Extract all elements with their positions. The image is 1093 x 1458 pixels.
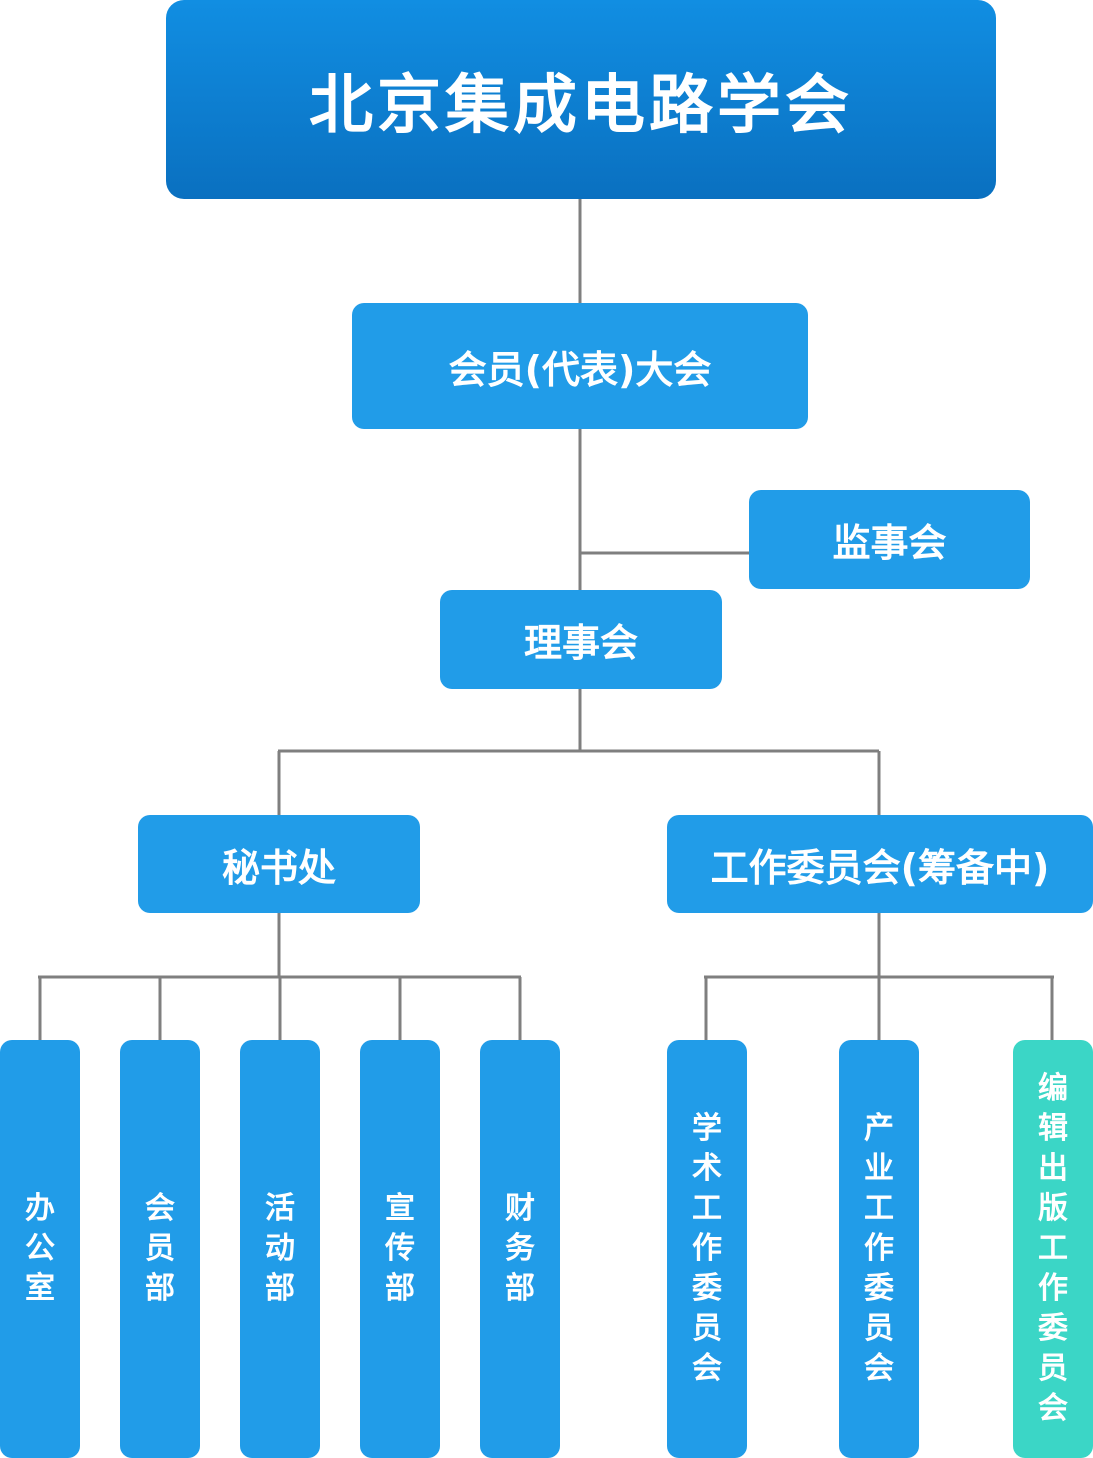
vertical-label: 会员部 [145,1191,175,1306]
committee-academic-box: 学术工作委员会 [667,1040,747,1458]
committee-editorial-box: 编辑出版工作委员会 [1013,1040,1093,1458]
dept-office-box: 办公室 [0,1040,80,1458]
vertical-label: 宣传部 [385,1191,415,1306]
dept-events-box: 活动部 [240,1040,320,1458]
dept-publicity-box: 宣传部 [360,1040,440,1458]
committees-box: 工作委员会(筹备中) [667,815,1093,913]
vertical-label: 财务部 [505,1191,535,1306]
secretariat-box: 秘书处 [138,815,420,913]
vertical-label: 编辑出版工作委员会 [1038,1071,1068,1426]
dept-membership-box: 会员部 [120,1040,200,1458]
vertical-label: 学术工作委员会 [692,1111,722,1386]
vertical-label: 办公室 [25,1191,55,1306]
council-box: 理事会 [440,590,722,689]
committee-industry-box: 产业工作委员会 [839,1040,919,1458]
supervisors-box: 监事会 [749,490,1030,589]
assembly-box: 会员(代表)大会 [352,303,808,429]
org-root-box: 北京集成电路学会 [166,0,996,199]
vertical-label: 产业工作委员会 [864,1111,894,1386]
vertical-label: 活动部 [265,1191,295,1306]
dept-finance-box: 财务部 [480,1040,560,1458]
